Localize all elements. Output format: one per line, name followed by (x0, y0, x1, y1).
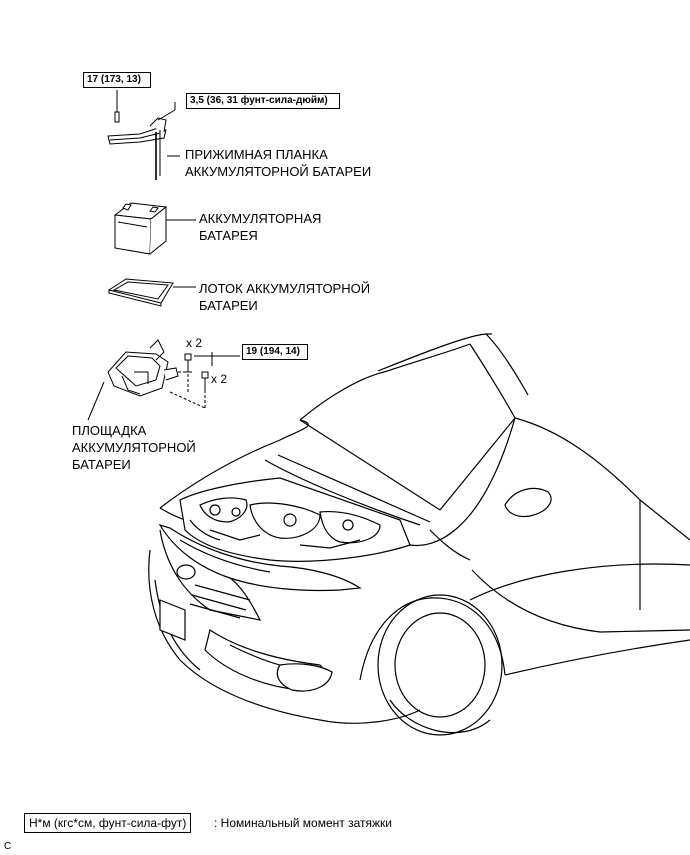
carrier-label-line2: АККУМУЛЯТОРНОЙ (72, 440, 196, 455)
vehicle-front-drawing (148, 333, 690, 736)
battery-label-line1: АККУМУЛЯТОРНАЯ (199, 211, 322, 226)
lower-bolt-quantity: x 2 (211, 372, 228, 386)
upper-bolt-quantity: x 2 (186, 336, 203, 350)
legend-unit-box: Н*м (кгс*см, фунт-сила-фут) (24, 813, 192, 833)
battery-label: АККУМУЛЯТОРНАЯ БАТАРЕЯ (199, 210, 321, 244)
torque-clamp-bolt: 3,5 (36, 31 фунт-сила-дюйм) (186, 93, 340, 109)
legend-description: : Номинальный момент затяжки (214, 816, 392, 830)
torque-clamp-nut: 17 (173, 13) (83, 72, 151, 88)
torque-carrier-bolts: 19 (194, 14) (242, 344, 308, 360)
battery-carrier-part (87, 339, 192, 421)
carrier-label-line3: БАТАРЕИ (72, 457, 131, 472)
battery-label-line2: БАТАРЕЯ (199, 228, 258, 243)
battery-tray-part (107, 278, 196, 307)
clamp-label-line1: ПРИЖИМНАЯ ПЛАНКА (185, 147, 328, 162)
tray-label-line2: БАТАРЕИ (199, 298, 258, 313)
tray-label-line1: ЛОТОК АККУМУЛЯТОРНОЙ (199, 281, 371, 296)
clamp-label: ПРИЖИМНАЯ ПЛАНКА АККУМУЛЯТОРНОЙ БАТАРЕИ (185, 146, 371, 180)
tray-label: ЛОТОК АККУМУЛЯТОРНОЙ БАТАРЕИ (199, 280, 370, 314)
carrier-label-line1: ПЛОЩАДКА (72, 423, 147, 438)
battery-clamp-part (107, 90, 180, 180)
clamp-label-line2: АККУМУЛЯТОРНОЙ БАТАРЕИ (185, 164, 372, 179)
corner-mark: C (4, 841, 12, 852)
carrier-bolts (169, 352, 240, 409)
battery-part (113, 202, 196, 255)
carrier-label: ПЛОЩАДКА АККУМУЛЯТОРНОЙ БАТАРЕИ (72, 422, 196, 473)
